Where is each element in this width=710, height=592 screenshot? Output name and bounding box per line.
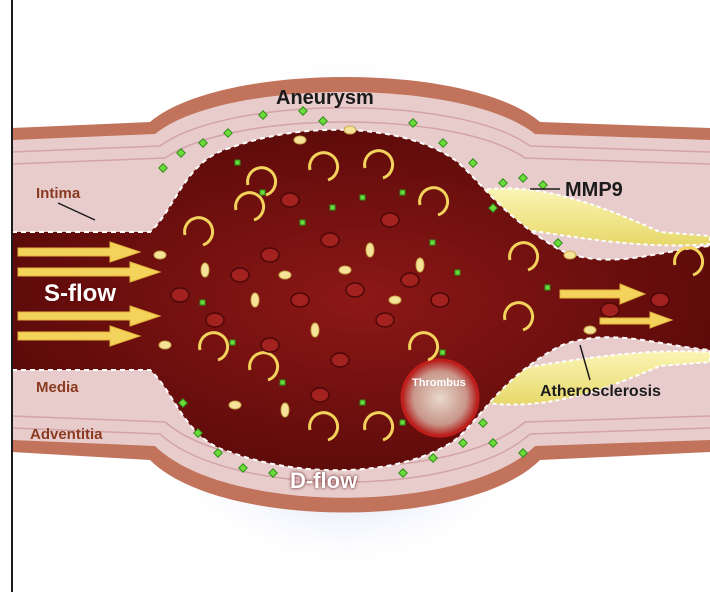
label-media: Media xyxy=(36,380,79,395)
label-thrombus: Thrombus xyxy=(412,378,466,389)
label-atherosclerosis: Atherosclerosis xyxy=(540,384,661,400)
label-mmp9: MMP9 xyxy=(565,180,623,200)
label-intima: Intima xyxy=(36,186,80,201)
label-d-flow: D-flow xyxy=(290,470,357,492)
thrombus-clot xyxy=(402,360,478,436)
label-adventitia: Adventitia xyxy=(30,427,103,442)
label-aneurysm: Aneurysm xyxy=(276,88,374,108)
label-s-flow: S-flow xyxy=(44,282,116,306)
